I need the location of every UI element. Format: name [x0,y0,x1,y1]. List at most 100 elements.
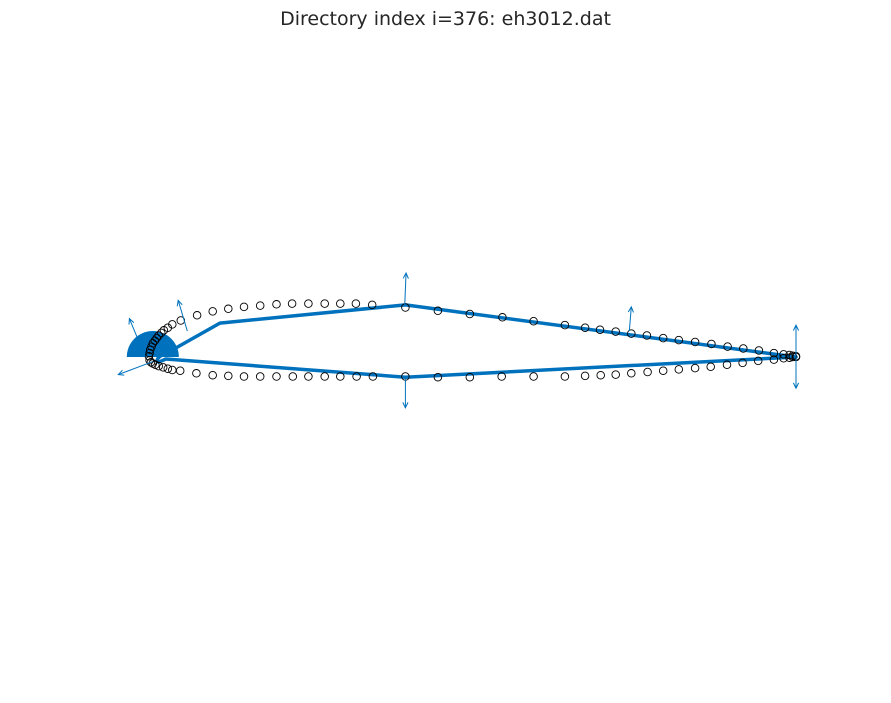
data-point [785,353,794,362]
normal-vector [402,271,409,305]
data-point [707,339,716,349]
data-point [722,360,732,370]
marker-layer [144,299,801,382]
data-point [168,320,177,329]
normal-vector-shaft [128,318,146,357]
data-point [255,372,265,381]
data-point [433,306,443,316]
data-point [159,326,169,335]
data-point [497,372,506,381]
data-point [367,300,377,310]
data-point [706,362,715,372]
data-point [239,302,249,312]
normal-vector-head [792,382,800,390]
normal-vector-head [176,299,183,307]
data-point [175,366,185,375]
data-point [658,333,668,343]
normal-vector-head [128,317,135,325]
data-point [157,328,166,338]
data-point [255,301,265,310]
normal-vector-shaft [628,306,632,332]
data-point [779,354,788,363]
data-point [401,303,410,312]
data-point [465,309,475,319]
normal-vector-shaft [118,361,153,376]
data-point [146,357,156,367]
data-point [642,331,652,340]
data-point [627,369,636,378]
data-point [208,370,217,380]
data-point [287,299,297,308]
data-point [723,342,732,351]
data-point [560,320,570,330]
data-point [529,372,538,381]
normal-vector-head [402,271,409,279]
data-point [465,372,475,382]
data-point [158,363,168,372]
data-point [192,369,201,378]
data-point [433,372,443,382]
data-point [336,299,345,308]
chart-title: Directory index i=376: eh3012.dat [280,8,611,30]
data-point [643,367,652,377]
data-point [145,356,154,365]
normal-vector [128,317,146,357]
data-point [674,335,684,345]
normal-vector-layer [117,271,800,409]
data-point [498,313,507,322]
polygon-line-layer [154,303,798,379]
normal-vector-shaft [404,273,407,305]
data-point [351,299,361,308]
data-point [595,325,605,334]
normal-vector-shaft [177,300,188,332]
data-point [611,327,620,336]
normal-vector [176,299,188,332]
data-point [192,311,202,320]
data-point [224,371,233,381]
data-point [560,372,570,381]
data-point [320,299,329,308]
normal-vector [792,357,800,390]
data-point [336,372,345,381]
data-point [320,372,329,381]
data-point [154,361,163,371]
data-point [627,329,636,338]
data-point [769,355,779,364]
data-point [145,345,155,355]
data-point [754,346,764,355]
data-point [580,371,590,381]
data-point [596,370,605,380]
data-point [690,337,700,347]
normal-vector-head [792,323,800,331]
data-point [658,366,668,375]
data-point [674,365,684,374]
data-point [352,372,361,381]
polygon-line [154,303,798,379]
data-point [163,364,173,373]
data-point [272,300,281,309]
data-point [224,304,233,314]
data-point [272,372,281,381]
normal-vector [117,361,153,376]
normal-vector [792,323,800,357]
data-point [753,356,763,366]
data-point [288,372,298,381]
data-point [168,365,177,375]
data-point [769,348,779,358]
data-point [239,372,249,381]
normal-vector [402,376,409,409]
data-point [304,372,313,381]
data-point [580,323,590,332]
data-point [368,372,378,381]
data-point [611,370,620,379]
data-point [208,307,217,316]
normal-vector-head [627,305,634,313]
data-point [529,316,538,326]
data-point [738,358,747,368]
data-point [739,344,748,353]
data-point [690,363,700,373]
normal-vector-head [402,402,409,409]
normal-vector-head [117,369,125,376]
normal-vector [627,305,634,332]
